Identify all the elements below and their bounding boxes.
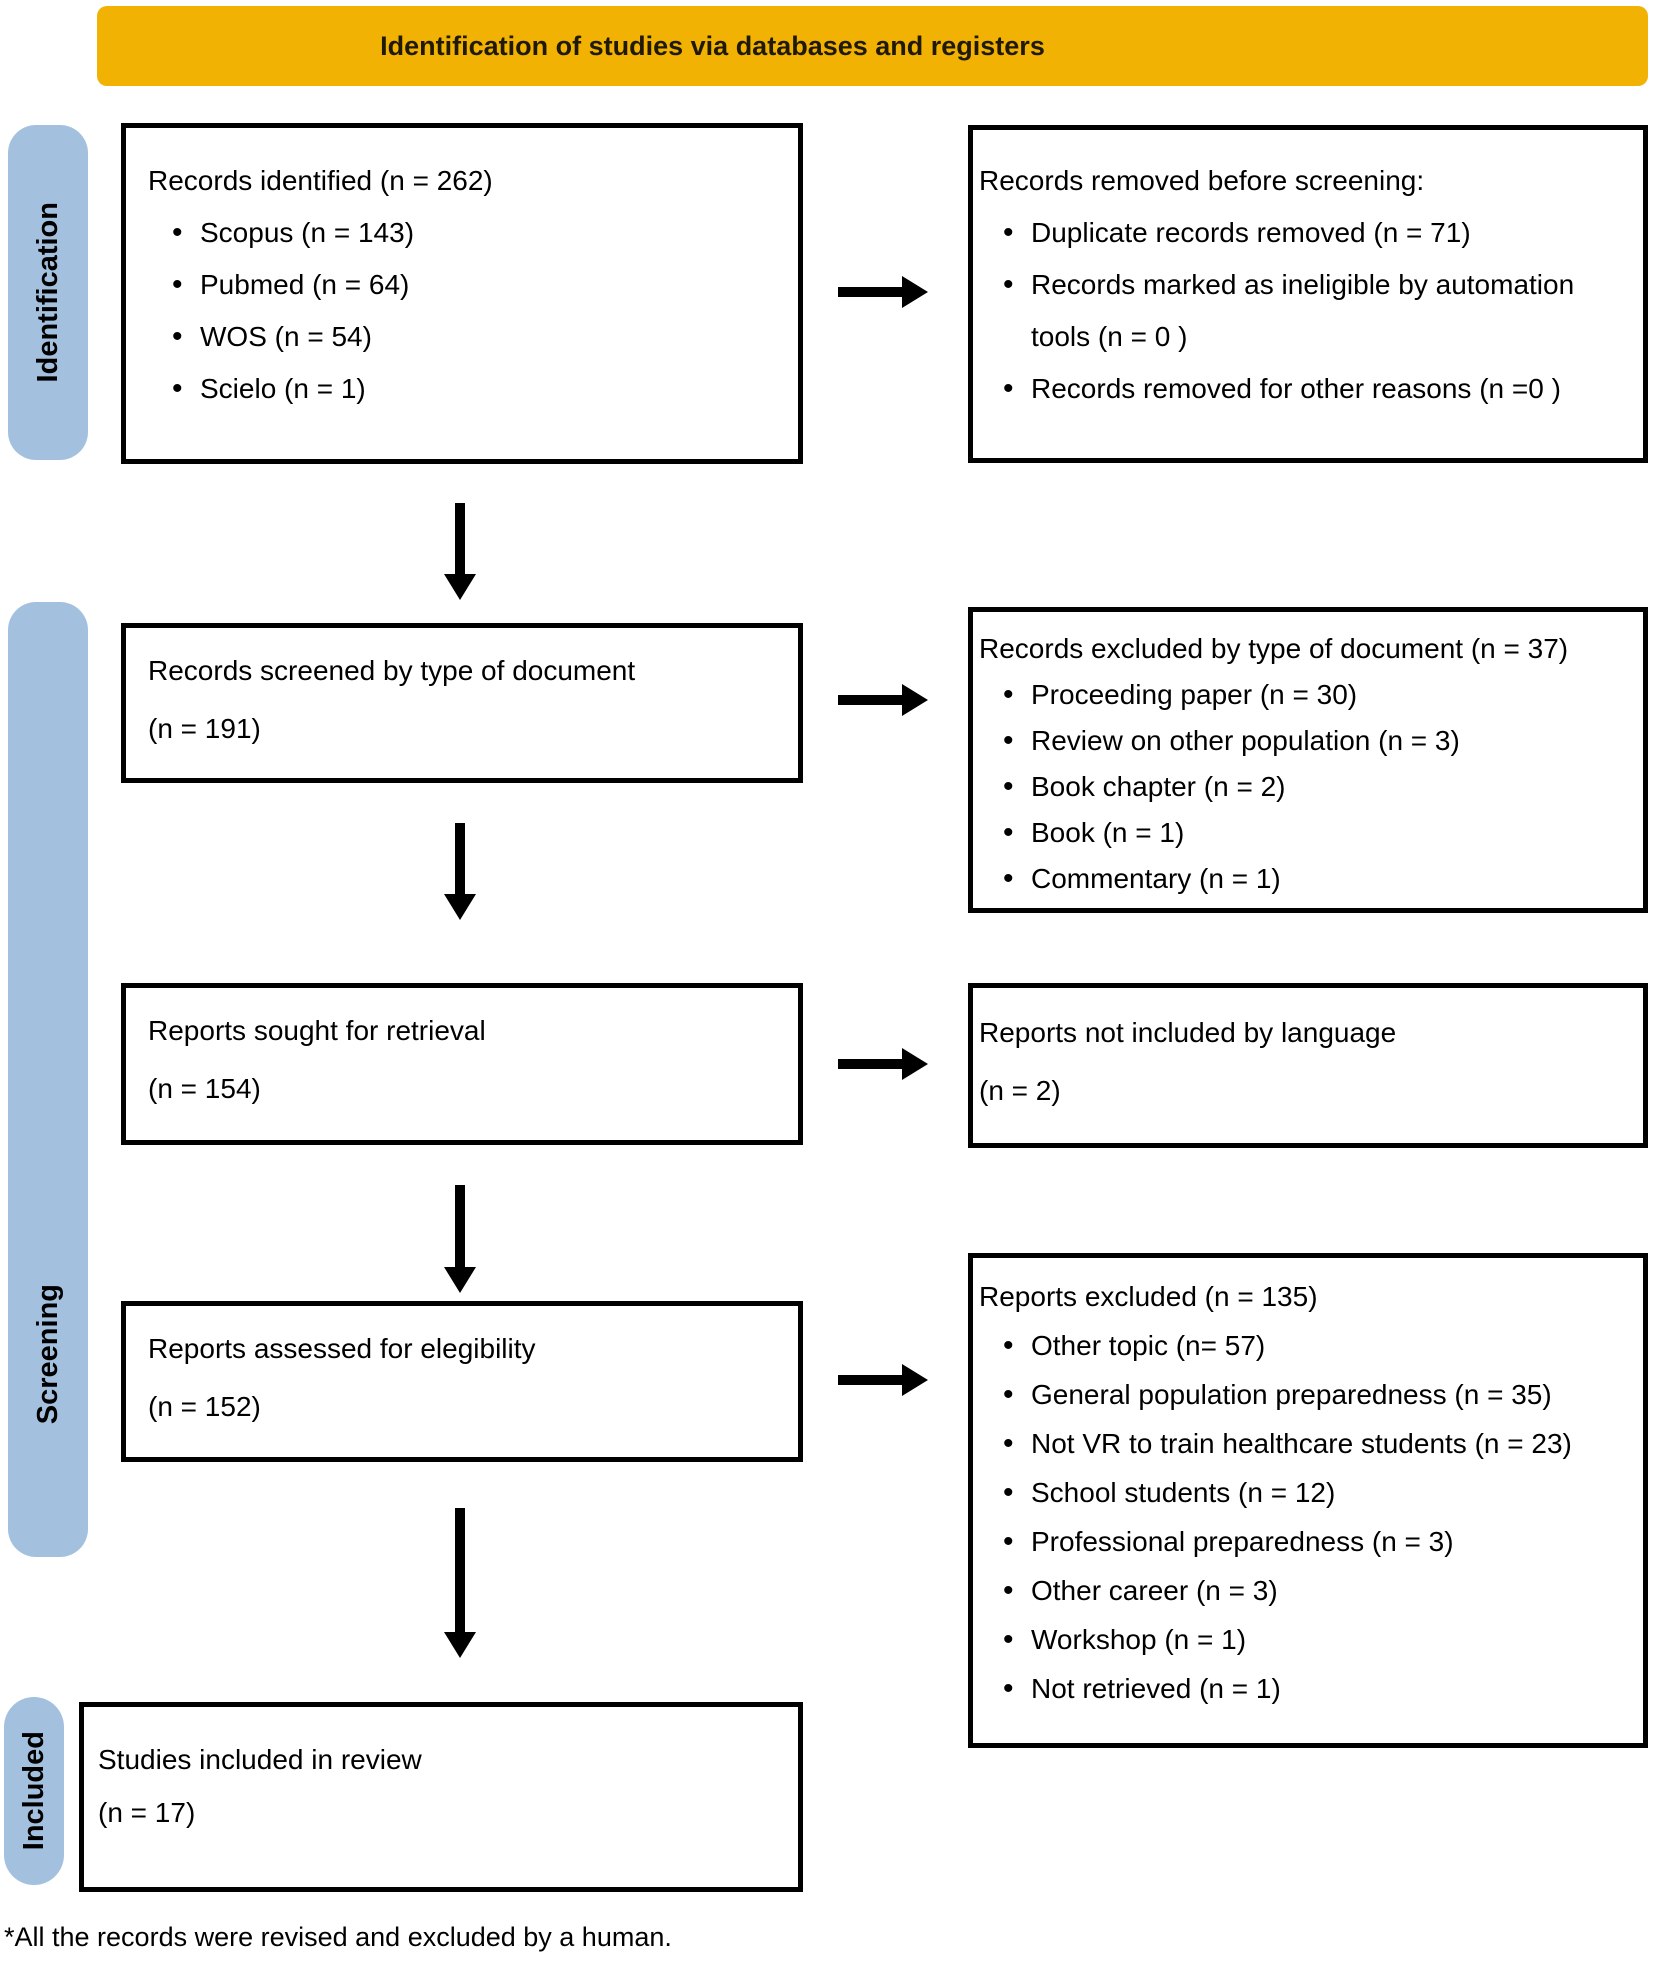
stage-label-screening-text: Screening (31, 1284, 64, 1425)
list-item-not-retrieved: Not retrieved (n = 1) (979, 1664, 1639, 1713)
box-line1-studies-included: Studies included in review (98, 1744, 422, 1775)
box-reports-assessed: Reports assessed for elegibility (n = 15… (121, 1301, 803, 1462)
arrow-right-icon (838, 1048, 928, 1080)
list-item-other-reasons: Records removed for other reasons (n =0 … (979, 363, 1635, 415)
arrow-down-icon (444, 1508, 476, 1658)
box-line2-reports-language: (n = 2) (979, 1075, 1061, 1106)
records-removed-list: Duplicate records removed (n = 71) Recor… (979, 207, 1635, 415)
box-line2-reports-sought: (n = 154) (148, 1073, 261, 1104)
list-item-commentary: Commentary (n = 1) (979, 856, 1639, 902)
box-line1-records-screened: Records screened by type of document (148, 655, 636, 686)
arrow-right-icon (838, 684, 928, 716)
list-item-book: Book (n = 1) (979, 810, 1639, 856)
box-line1-reports-sought: Reports sought for retrieval (148, 1015, 486, 1046)
list-item-school-students: School students (n = 12) (979, 1468, 1639, 1517)
box-records-excluded-by-type: Records excluded by type of document (n … (968, 607, 1648, 913)
banner-title: Identification of studies via databases … (380, 30, 1045, 61)
list-item-duplicates: Duplicate records removed (n = 71) (979, 207, 1635, 259)
box-line1-reports-language: Reports not included by language (979, 1017, 1397, 1048)
box-records-screened: Records screened by type of document (n … (121, 623, 803, 783)
box-line2-records-screened: (n = 191) (148, 713, 261, 744)
list-item-not-vr: Not VR to train healthcare students (n =… (979, 1419, 1639, 1468)
stage-label-included: Included (4, 1697, 64, 1885)
box-reports-sought: Reports sought for retrieval (n = 154) (121, 983, 803, 1145)
banner: Identification of studies via databases … (97, 6, 1648, 86)
box-title-reports-excluded: Reports excluded (n = 135) (979, 1281, 1318, 1312)
list-item-pubmed: Pubmed (n = 64) (148, 259, 783, 311)
box-records-removed: Records removed before screening: Duplic… (968, 125, 1648, 463)
list-item-workshop: Workshop (n = 1) (979, 1615, 1639, 1664)
stage-label-included-text: Included (17, 1731, 50, 1851)
list-item-review-other-population: Review on other population (n = 3) (979, 718, 1639, 764)
list-item-professional-preparedness: Professional preparedness (n = 3) (979, 1517, 1639, 1566)
list-item-other-topic: Other topic (n= 57) (979, 1321, 1639, 1370)
list-item-general-population: General population preparedness (n = 35) (979, 1370, 1639, 1419)
arrow-down-icon (444, 503, 476, 600)
records-identified-list: Scopus (n = 143) Pubmed (n = 64) WOS (n … (148, 207, 783, 415)
list-item-other-career: Other career (n = 3) (979, 1566, 1639, 1615)
stage-label-screening: Screening (8, 602, 88, 1557)
list-item-scopus: Scopus (n = 143) (148, 207, 783, 259)
reports-excluded-list: Other topic (n= 57) General population p… (979, 1321, 1639, 1713)
box-line2-studies-included: (n = 17) (98, 1797, 196, 1828)
list-item-book-chapter: Book chapter (n = 2) (979, 764, 1639, 810)
records-excluded-list: Proceeding paper (n = 30) Review on othe… (979, 672, 1639, 902)
box-reports-not-included-language: Reports not included by language (n = 2) (968, 983, 1648, 1148)
list-item-automation: Records marked as ineligible by automati… (979, 259, 1635, 363)
arrow-down-icon (444, 823, 476, 920)
arrow-right-icon (838, 276, 928, 308)
stage-label-identification: Identification (8, 125, 88, 460)
box-line1-reports-assessed: Reports assessed for elegibility (148, 1333, 536, 1364)
box-line2-reports-assessed: (n = 152) (148, 1391, 261, 1422)
box-title-records-excluded: Records excluded by type of document (n … (979, 633, 1569, 664)
list-item-scielo: Scielo (n = 1) (148, 363, 783, 415)
box-title-records-identified: Records identified (n = 262) (148, 165, 493, 196)
box-studies-included: Studies included in review (n = 17) (79, 1702, 803, 1892)
box-reports-excluded: Reports excluded (n = 135) Other topic (… (968, 1253, 1648, 1748)
list-item-proceeding-paper: Proceeding paper (n = 30) (979, 672, 1639, 718)
arrow-down-icon (444, 1185, 476, 1293)
list-item-wos: WOS (n = 54) (148, 311, 783, 363)
box-title-records-removed: Records removed before screening: (979, 165, 1425, 196)
footnote: *All the records were revised and exclud… (4, 1922, 672, 1952)
stage-label-identification-text: Identification (31, 202, 64, 383)
arrow-right-icon (838, 1364, 928, 1396)
box-records-identified: Records identified (n = 262) Scopus (n =… (121, 123, 803, 464)
